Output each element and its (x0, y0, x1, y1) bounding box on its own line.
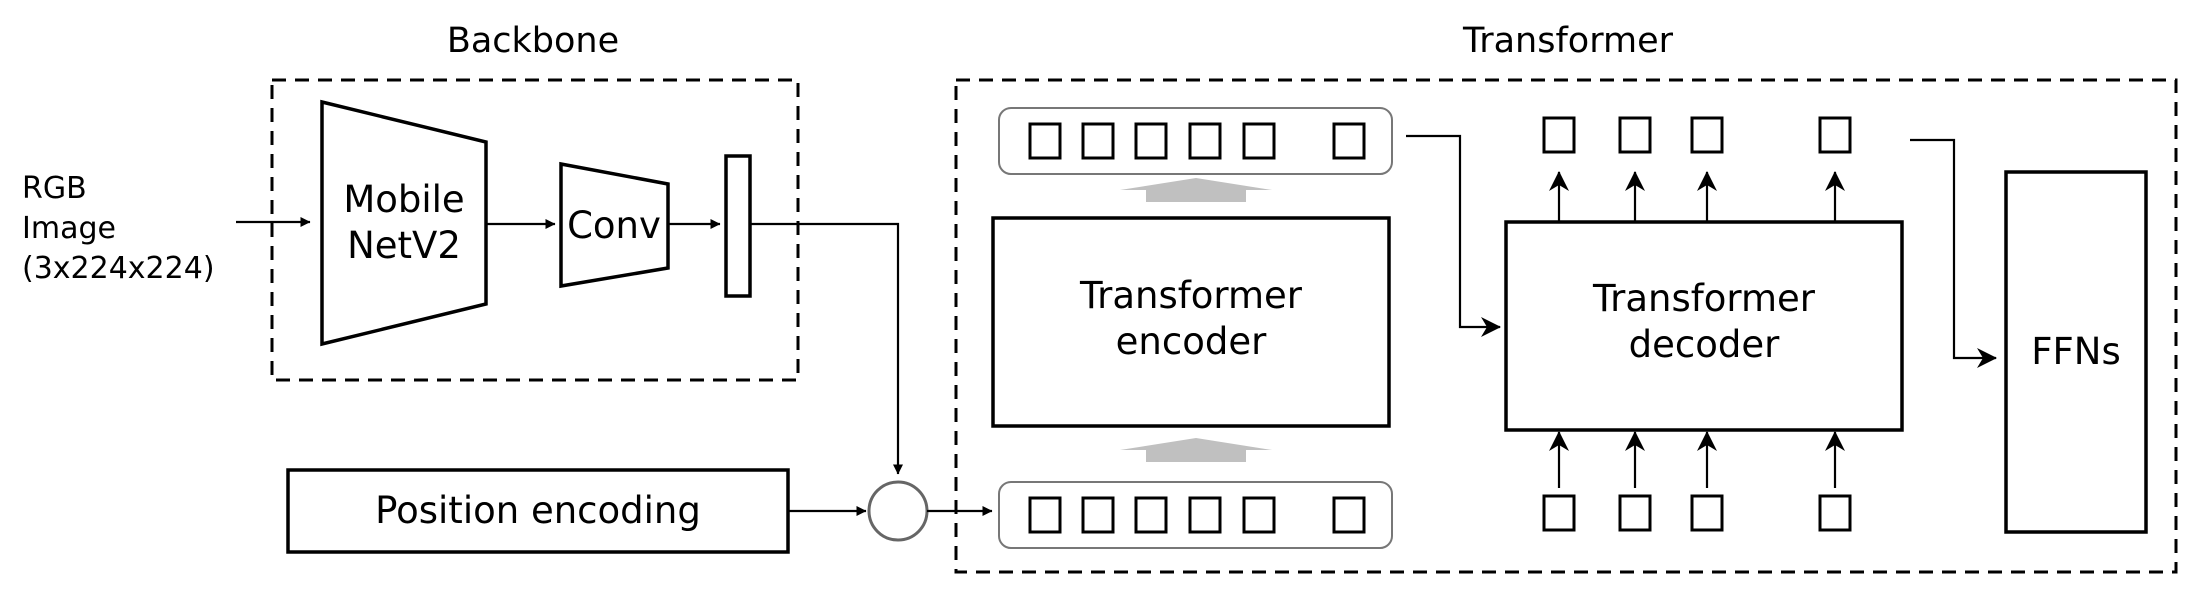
ffns-box (2004, 170, 2148, 534)
token (1134, 496, 1168, 534)
token (1542, 116, 1576, 154)
conv-trapezoid (559, 161, 670, 289)
arrow-encoder-to-decoder (1406, 134, 1501, 337)
input-label-line1: RGB (22, 171, 87, 206)
token (1188, 122, 1222, 160)
object-query-tokens (1542, 494, 1852, 532)
transformer-decoder-box (1504, 220, 1904, 432)
token (1028, 122, 1062, 160)
token (1542, 494, 1576, 532)
encoder-label-line2: encoder (1116, 320, 1267, 363)
arrow-decoder-to-ffns (1910, 138, 1997, 368)
gray-arrow-input-to-encoder (1120, 438, 1272, 462)
position-encoding-box (286, 468, 790, 554)
sum-circle (867, 480, 929, 542)
token (1332, 122, 1366, 160)
token (1818, 116, 1852, 154)
input-label-line3: (3x224x224) (22, 251, 215, 286)
token (1332, 496, 1366, 534)
encoder-label-line1: Transformer (1079, 274, 1303, 317)
token (1081, 496, 1115, 534)
token (1134, 122, 1168, 160)
token (1242, 496, 1276, 534)
token (1618, 494, 1652, 532)
token (1242, 122, 1276, 160)
arrow-features-to-sum (750, 222, 903, 475)
feature-map-bar (724, 154, 752, 298)
token (1618, 116, 1652, 154)
object-query-arrows (1549, 431, 1845, 488)
token (1818, 494, 1852, 532)
token (1690, 494, 1724, 532)
encoder-input-tokens (1028, 496, 1366, 534)
input-label-line2: Image (22, 211, 116, 246)
decoder-output-tokens (1542, 116, 1852, 154)
backbone-dashed-group (270, 78, 800, 382)
rgb-image-label: RGB Image (3x224x224) (22, 171, 215, 286)
token (1081, 122, 1115, 160)
conv-label: Conv (567, 204, 661, 247)
position-encoding-label: Position encoding (375, 489, 701, 532)
token (1028, 496, 1062, 534)
mobilenet-label-line2: NetV2 (347, 224, 461, 267)
encoder-output-tokens (1028, 122, 1366, 160)
token (1690, 116, 1724, 154)
decoder-output-arrows (1549, 171, 1845, 222)
transformer-title: Transformer (1462, 21, 1674, 61)
transformer-encoder-box (991, 216, 1391, 428)
decoder-label-line2: decoder (1629, 323, 1780, 366)
token (1188, 496, 1222, 534)
gray-arrow-encoder-to-output (1120, 178, 1272, 202)
mobilenet-label-line1: Mobile (343, 178, 464, 221)
mobilenet-trapezoid (320, 99, 488, 347)
transformer-dashed-group (954, 78, 2178, 574)
decoder-label-line1: Transformer (1592, 277, 1816, 320)
backbone-title: Backbone (447, 21, 619, 61)
ffns-label: FFNs (2031, 330, 2121, 373)
